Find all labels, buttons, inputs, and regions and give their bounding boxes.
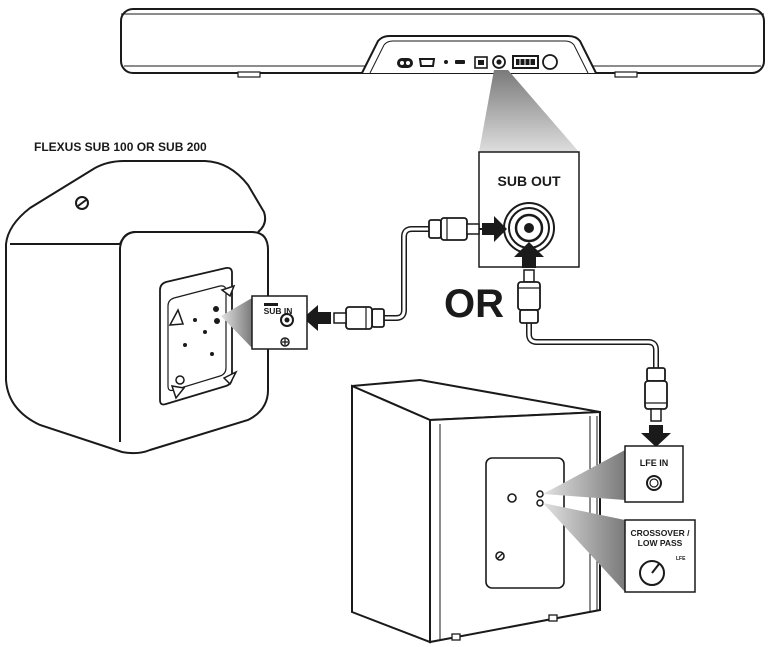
flexus-subwoofer — [5, 160, 269, 455]
crossover-label-line1: CROSSOVER / — [630, 528, 690, 538]
callout-cone-sub-in — [221, 298, 252, 348]
rca-jack-icon — [492, 55, 506, 69]
or-label: OR — [444, 282, 504, 326]
knob-lfe-label: LFE — [676, 556, 686, 562]
power-connector-icon — [397, 58, 413, 68]
pinhole-icon — [444, 60, 448, 64]
arrow-down-icon — [641, 425, 671, 447]
knob-icon — [639, 560, 665, 586]
crossover-panel: CROSSOVER / LOW PASS LFE — [624, 519, 696, 593]
callout-cone-sub-out — [479, 70, 579, 152]
arrow-up-icon — [514, 242, 544, 268]
sub-in-label: SUB IN — [264, 306, 293, 316]
generic-subwoofer — [351, 378, 601, 644]
optical-port-icon — [474, 56, 488, 69]
callout-cone-lfe-in — [543, 450, 625, 500]
lfe-in-panel: LFE IN — [624, 445, 684, 503]
soundbar — [120, 8, 765, 78]
subwoofer-title: FLEXUS SUB 100 OR SUB 200 — [34, 140, 207, 154]
hdmi-port-icon — [418, 58, 436, 67]
arrow-left-icon — [303, 305, 331, 331]
callout-cone-crossover — [543, 503, 625, 592]
sub-in-jack-icon — [280, 313, 294, 327]
rca-cable-to-lfe-in — [517, 269, 668, 422]
arrow-right-icon — [482, 216, 507, 242]
button-icon — [542, 54, 558, 70]
lfe-in-jack-icon — [646, 475, 662, 491]
sub-in-panel: SUB IN — [251, 295, 308, 350]
sub-out-label: SUB OUT — [498, 173, 561, 189]
screw-icon — [280, 337, 290, 347]
usb-port-icon — [455, 60, 465, 64]
rca-cable-to-sub-in — [333, 217, 484, 330]
crossover-label-line2: LOW PASS — [638, 538, 683, 548]
lfe-in-label: LFE IN — [640, 458, 669, 468]
ethernet-port-icon — [512, 55, 539, 69]
